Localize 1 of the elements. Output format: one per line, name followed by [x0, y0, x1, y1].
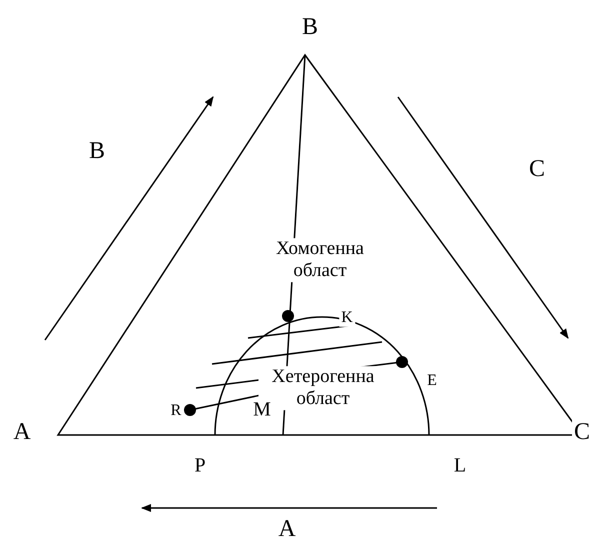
- point-label: K: [339, 308, 355, 328]
